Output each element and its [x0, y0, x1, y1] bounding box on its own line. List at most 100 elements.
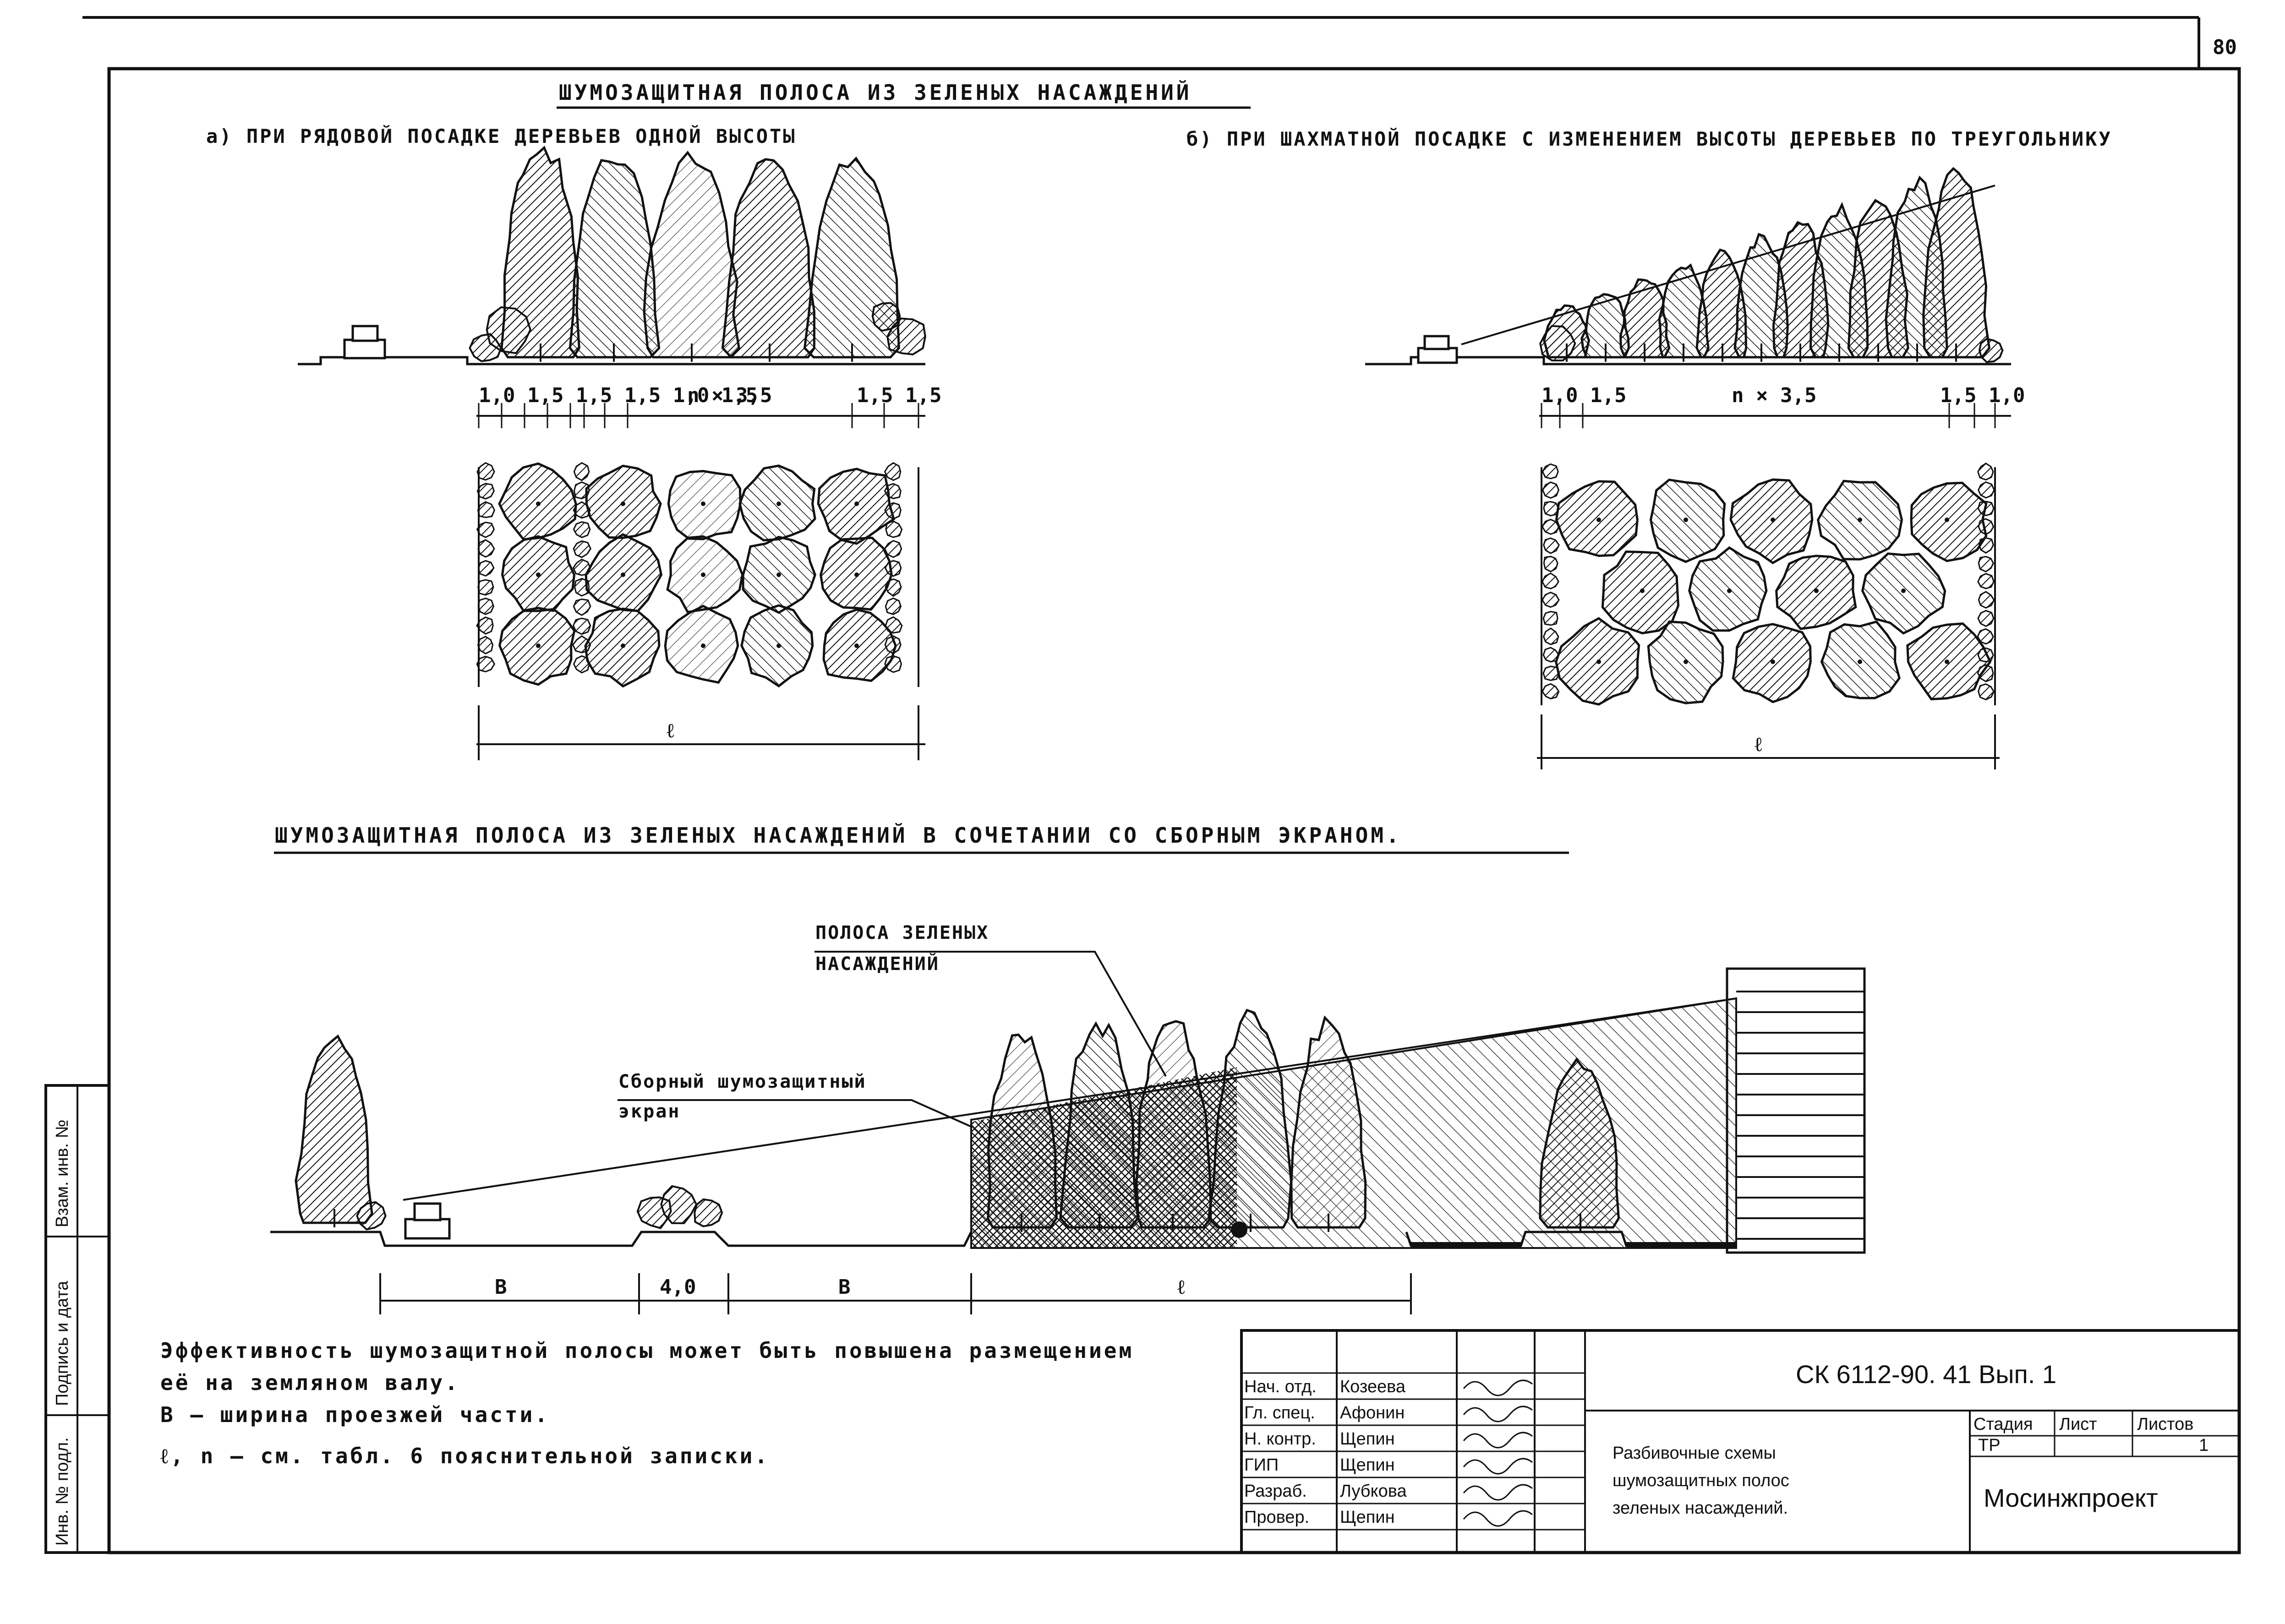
organization: Мосинжпроект — [1984, 1483, 2158, 1512]
trunk-dot — [1945, 518, 1949, 522]
trunk-dot — [1814, 589, 1819, 593]
trunk-dot — [1640, 589, 1645, 593]
shrub — [573, 540, 592, 558]
shrub — [477, 560, 495, 577]
label-screen-1: Сборный шумозащитный — [618, 1071, 867, 1092]
dims-b-mid: n × 3,5 — [1732, 384, 1816, 407]
signature-mark — [1463, 1432, 1533, 1449]
role-label: Разраб. — [1244, 1482, 1307, 1501]
dims-b-left: 1,0 1,5 — [1542, 384, 1626, 407]
shrub — [1542, 665, 1560, 681]
shrub — [1978, 591, 1995, 609]
shrub — [1543, 537, 1560, 554]
shrub — [573, 655, 590, 674]
shrub — [1978, 556, 1995, 572]
dims-b-right: 1,5 1,0 — [1940, 384, 2025, 407]
shrub — [1542, 463, 1559, 480]
strip-tree — [987, 1033, 1058, 1232]
shrub — [573, 598, 591, 616]
road-profile — [270, 1231, 973, 1247]
trunk-dot — [701, 572, 705, 577]
person-name: Афонин — [1340, 1403, 1405, 1422]
shrub — [885, 616, 903, 634]
drain-dot — [1231, 1221, 1247, 1238]
dim-road-width-2: В — [838, 1275, 851, 1299]
note-line-2: её на земляном валу. — [160, 1370, 460, 1395]
drawing-frame — [107, 67, 2241, 1554]
shrub — [477, 501, 496, 518]
shrub — [477, 636, 494, 654]
shrub — [573, 501, 591, 519]
trunk-dot — [1596, 659, 1601, 664]
person-name: Козеева — [1340, 1377, 1406, 1396]
role-label: Нач. отд. — [1244, 1377, 1317, 1396]
note-line-3: В – ширина проезжей части. — [160, 1402, 550, 1427]
dims-a-mid: n × 3,5 — [687, 384, 772, 407]
shrub — [572, 558, 591, 576]
shrub — [573, 521, 591, 539]
shrub — [572, 617, 591, 635]
shrub — [573, 481, 590, 500]
shrub — [1542, 591, 1560, 608]
page-number: 80 — [2213, 36, 2237, 59]
sheets-value: 1 — [2199, 1436, 2208, 1455]
roadside-tree — [295, 1034, 373, 1227]
car-icon-c — [404, 1202, 451, 1240]
role-label: Н. контр. — [1244, 1429, 1316, 1449]
caption-b: б) ПРИ ШАХМАТНОЙ ПОСАДКЕ С ИЗМЕНЕНИЕМ ВЫ… — [1186, 127, 2112, 150]
trunk-dot — [1901, 589, 1906, 593]
car-icon-b — [1417, 335, 1458, 364]
shrub — [1542, 610, 1558, 626]
shrub — [1977, 610, 1995, 627]
dims-b-total-label: ℓ — [1755, 733, 1762, 756]
shrub — [1977, 647, 1994, 663]
shrub — [1977, 572, 1995, 589]
dims-a-total-label: ℓ — [667, 719, 674, 742]
strip-tree — [1135, 1020, 1212, 1232]
stamp-signature-date: Подпись и дата — [53, 1281, 72, 1406]
trunk-dot — [1945, 659, 1949, 664]
trunk-dot — [701, 501, 705, 506]
trunk-dot — [536, 643, 541, 648]
tree — [803, 156, 900, 362]
person-name: Щепин — [1340, 1429, 1395, 1449]
shrub — [1978, 683, 1995, 701]
drawing-title-3: зеленых насаждений. — [1613, 1499, 1788, 1518]
shrub — [356, 1201, 387, 1231]
trunk-dot — [776, 501, 781, 506]
trunk-dot — [621, 643, 625, 648]
shrub — [884, 483, 902, 499]
role-label: ГИП — [1244, 1455, 1279, 1475]
shrub — [1978, 518, 1995, 535]
section-trees — [295, 1008, 1620, 1238]
shrub — [1542, 647, 1560, 663]
tree-crown — [822, 608, 897, 682]
tree-crown — [1601, 550, 1680, 635]
drawing-title-1: Разбивочные схемы — [1613, 1444, 1776, 1463]
trunk-dot — [1858, 518, 1862, 522]
drawing-title-2: шумозащитных полос — [1613, 1471, 1789, 1490]
shrub — [884, 655, 902, 673]
tree-crown — [1861, 552, 1946, 635]
trunk-dot — [621, 501, 625, 506]
strip-tree — [1207, 1008, 1293, 1232]
shrub — [884, 502, 902, 520]
tree-crown — [817, 468, 896, 545]
shrub — [885, 578, 902, 597]
section-b-title: ШУМОЗАЩИТНАЯ ПОЛОСА ИЗ ЗЕЛЕНЫХ НАСАЖДЕНИ… — [275, 823, 1402, 848]
shrub — [871, 302, 901, 332]
shrub — [1977, 463, 1994, 481]
strip-tree — [1059, 1021, 1139, 1232]
shrub — [572, 635, 591, 654]
trunk-dot — [854, 643, 859, 648]
trunk-dot — [1684, 518, 1688, 522]
median-shrub — [694, 1198, 723, 1227]
tree-crown — [1910, 481, 1988, 562]
shrub — [1543, 501, 1559, 517]
trunk-dot — [1596, 518, 1601, 522]
shrub — [1978, 338, 2004, 363]
shrub — [476, 521, 495, 538]
shrub — [1977, 628, 1994, 645]
triangle-height-line — [1461, 185, 1995, 345]
